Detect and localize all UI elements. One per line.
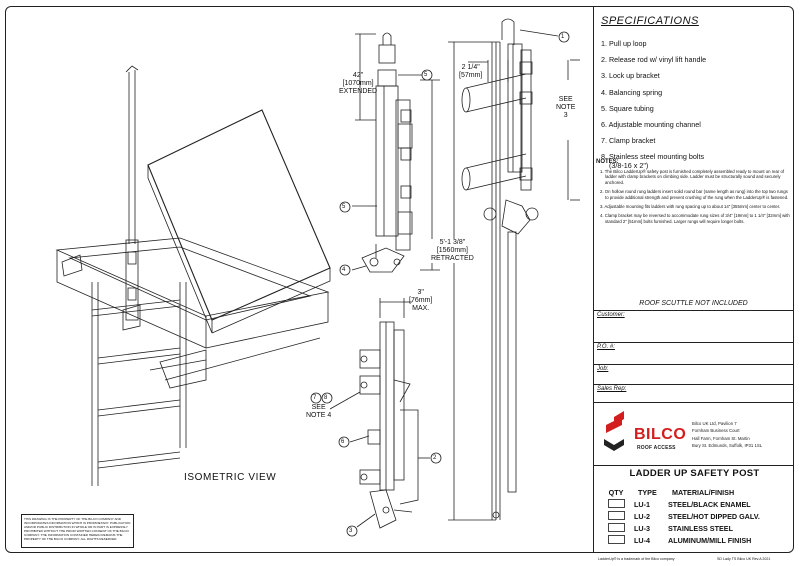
callout-8-label: 8 xyxy=(324,395,328,401)
divider xyxy=(594,384,793,385)
isometric-open-cover xyxy=(147,109,331,334)
notes-heading: NOTES: xyxy=(596,159,619,165)
product-table: QTY TYPE MATERIAL/FINISH LU-1 STEEL/BLAC… xyxy=(598,486,760,546)
isometric-roof-curb xyxy=(55,237,330,389)
title-block-panel: SPECIFICATIONS 1. Pull up loop 2. Releas… xyxy=(593,6,794,553)
callout-3-label: 3 xyxy=(349,528,353,534)
callout-1 xyxy=(558,31,570,43)
divider xyxy=(594,402,793,403)
callout-6-label: 6 xyxy=(341,439,345,445)
note-item: 2. On hollow round rung ladders insert s… xyxy=(600,189,789,200)
spec-item: 1. Pull up loop xyxy=(601,39,647,48)
callout-8 xyxy=(321,392,333,404)
specifications-list: 1. Pull up loop 2. Release rod w/ vinyl … xyxy=(601,36,706,170)
product-row: LU-2 STEEL/HOT DIPPED GALV. xyxy=(598,510,760,522)
spec-item: 3. Lock up bracket xyxy=(601,71,660,81)
trademark-footer: LadderUp® is a trademark of the Bilco co… xyxy=(598,557,675,561)
qty-box[interactable] xyxy=(607,534,625,544)
technical-drawing xyxy=(55,18,580,537)
bilco-logo-mark xyxy=(604,411,624,451)
document-code: SD Lady TS Bilco UK Rev.A 2021 xyxy=(717,557,771,561)
isometric-view-label: ISOMETRIC VIEW xyxy=(184,472,277,483)
spec-item: 5. Square tubing xyxy=(601,103,654,113)
company-address: Bilco UK Ltd, Pavilion 7 Fornham Busines… xyxy=(692,421,763,449)
spec-item: 7. Clamp bracket xyxy=(601,136,656,146)
divider xyxy=(594,364,793,365)
drawing-sheet-border xyxy=(5,6,794,553)
po-field[interactable]: P.O. #: xyxy=(597,344,615,350)
callout-2 xyxy=(430,452,442,464)
see-note-4: SEE NOTE 4 xyxy=(306,404,332,419)
see-note-3: SEE NOTE 3 xyxy=(556,96,576,120)
specifications-heading: SPECIFICATIONS xyxy=(601,15,699,27)
callout-5-upper-label: 5 xyxy=(424,72,428,78)
divider xyxy=(594,310,793,311)
qty-box[interactable] xyxy=(607,510,625,520)
callout-5-lower xyxy=(339,201,351,213)
callout-3 xyxy=(346,525,358,537)
callout-4 xyxy=(339,264,351,276)
front-view-safety-post xyxy=(461,18,539,520)
spec-item: 4. Balancing spring xyxy=(601,87,663,97)
side-view-mount-detail xyxy=(359,321,419,529)
product-row: LU-1 STEEL/BLACK ENAMEL xyxy=(598,498,760,510)
qty-box[interactable] xyxy=(607,498,625,508)
callout-5-upper xyxy=(421,69,433,81)
divider xyxy=(594,342,793,343)
dim-max: 3" [76mm] MAX. xyxy=(409,289,433,312)
job-field[interactable]: Job: xyxy=(597,366,609,372)
customer-field[interactable]: Customer: xyxy=(597,312,625,318)
spec-item: 6. Adjustable mounting channel xyxy=(601,120,701,130)
callout-2-label: 2 xyxy=(433,455,437,461)
callout-5-lower-label: 5 xyxy=(342,204,346,210)
brand-subtitle: ROOF ACCESS xyxy=(637,445,676,451)
spec-item: (3/8-16 x 2") xyxy=(609,161,649,171)
dim-extended: 42" [1070mm] EXTENDED xyxy=(339,72,378,95)
dim-width: 2 1/4" [57mm] xyxy=(459,64,483,79)
divider xyxy=(594,465,793,466)
note-item: 1. The Bilco LadderUp® safety post is fu… xyxy=(600,169,785,185)
callout-1-label: 1 xyxy=(561,34,565,40)
callout-4-label: 4 xyxy=(342,267,346,273)
note-item: 3. Adjustable mounting fits ladders with… xyxy=(600,204,781,210)
product-table-header: QTY TYPE MATERIAL/FINISH xyxy=(608,487,735,497)
legal-notice: THIS DRAWING IS THE PROPERTY OF THE BILC… xyxy=(21,514,134,548)
callout-7 xyxy=(310,392,322,404)
sales-rep-field[interactable]: Sales Rep: xyxy=(597,386,627,392)
callout-6 xyxy=(338,436,350,448)
side-view-retracted-post xyxy=(361,32,413,273)
isometric-safety-post xyxy=(122,65,141,331)
brand-name: BILCO xyxy=(634,426,687,443)
callout-7-label: 7 xyxy=(313,395,317,401)
spec-item: 8. Stainless steel mounting bolts xyxy=(601,152,705,162)
dim-retracted: 5'-1 3/8" [1560mm] RETRACTED xyxy=(431,239,474,263)
spec-item: 2. Release rod w/ vinyl lift handle xyxy=(601,55,707,65)
roof-scuttle-note: ROOF SCUTTLE NOT INCLUDED xyxy=(639,300,748,307)
note-item: 4. Clamp bracket may be reversed to acco… xyxy=(600,213,790,224)
product-title: LADDER UP SAFETY POST xyxy=(629,468,760,479)
product-row: LU-3 STAINLESS STEEL xyxy=(598,522,760,534)
notes-list: 1. The Bilco LadderUp® safety post is fu… xyxy=(599,169,791,228)
qty-box[interactable] xyxy=(607,522,625,532)
isometric-ladder xyxy=(91,282,187,486)
product-row: LU-4 ALUMINUM/MILL FINISH xyxy=(598,534,760,546)
